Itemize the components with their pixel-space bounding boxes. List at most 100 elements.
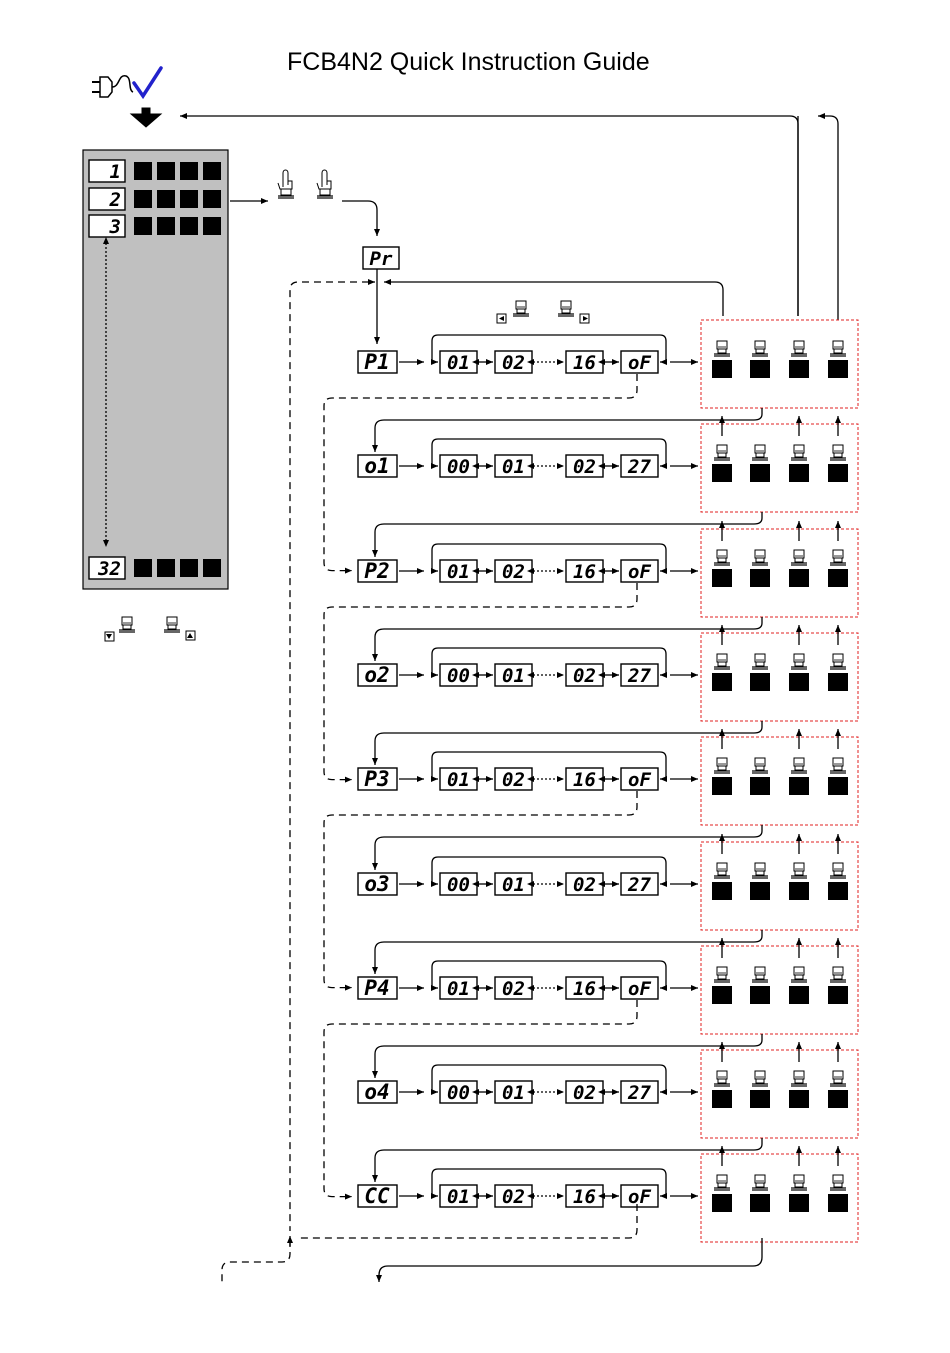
down-arrow-icon [131, 108, 161, 127]
button-block[interactable] [712, 986, 732, 1004]
button-block[interactable] [750, 777, 770, 795]
button-block[interactable] [750, 464, 770, 482]
parameter-label: P2 [364, 559, 389, 583]
parameter-value: 00 [447, 1082, 470, 1104]
button-icon [791, 758, 807, 773]
parameter-value: oF [628, 769, 651, 791]
entry-display-label: Pr [370, 248, 393, 270]
button-block[interactable] [750, 360, 770, 378]
button-block[interactable] [789, 882, 809, 900]
plug-icon [92, 76, 133, 97]
parameter-label: o4 [364, 1080, 389, 1104]
channel-indicator-block [134, 190, 152, 208]
button-icon [714, 1175, 730, 1190]
parameter-label: CC [364, 1184, 390, 1208]
button-block[interactable] [712, 360, 732, 378]
button-block[interactable] [750, 1090, 770, 1108]
button-block[interactable] [750, 882, 770, 900]
button-block[interactable] [828, 464, 848, 482]
button-icon [830, 445, 846, 460]
parameter-value: 16 [573, 561, 596, 583]
parameter-value: 27 [627, 1082, 651, 1104]
button-block[interactable] [712, 1194, 732, 1212]
parameter-value: 27 [627, 874, 651, 896]
button-block[interactable] [750, 673, 770, 691]
parameter-label: P3 [364, 767, 389, 791]
button-icon [791, 863, 807, 878]
button-block[interactable] [712, 569, 732, 587]
panel-channel-number: 32 [97, 558, 121, 580]
button-icon [830, 1175, 846, 1190]
button-block[interactable] [712, 882, 732, 900]
button-icon [714, 967, 730, 982]
parameter-value: 00 [447, 456, 470, 478]
button-icon [791, 341, 807, 356]
button-block[interactable] [750, 569, 770, 587]
button-block[interactable] [828, 569, 848, 587]
parameter-value: oF [628, 978, 651, 1000]
parameter-value: 01 [502, 1082, 525, 1104]
button-block[interactable] [789, 569, 809, 587]
channel-indicator-block [203, 559, 221, 577]
parameter-value: oF [628, 352, 651, 374]
button-block[interactable] [828, 360, 848, 378]
button-icon [830, 1071, 846, 1086]
button-icon [752, 341, 768, 356]
channel-indicator-block [180, 162, 198, 180]
page-title: FCB4N2 Quick Instruction Guide [287, 48, 650, 76]
button-block[interactable] [789, 1090, 809, 1108]
channel-indicator-block [180, 217, 198, 235]
channel-indicator-block [157, 162, 175, 180]
parameter-value: 00 [447, 874, 470, 896]
button-icon [830, 967, 846, 982]
channel-indicator-block [134, 217, 152, 235]
button-block[interactable] [712, 1090, 732, 1108]
button-icon [791, 1071, 807, 1086]
parameter-value: 01 [447, 561, 470, 583]
parameter-value: 02 [573, 665, 596, 687]
button-block[interactable] [750, 1194, 770, 1212]
check-icon [134, 68, 161, 96]
button-block[interactable] [828, 777, 848, 795]
button-block[interactable] [789, 986, 809, 1004]
button-block[interactable] [750, 986, 770, 1004]
button-block[interactable] [828, 1194, 848, 1212]
button-icon [791, 550, 807, 565]
parameter-value: 02 [502, 1186, 525, 1208]
button-block[interactable] [789, 777, 809, 795]
button-block[interactable] [789, 673, 809, 691]
button-block[interactable] [828, 882, 848, 900]
channel-indicator-block [180, 190, 198, 208]
button-icon [830, 341, 846, 356]
parameter-value: 02 [573, 874, 596, 896]
button-icon [752, 550, 768, 565]
channel-indicator-block [134, 559, 152, 577]
button-block[interactable] [789, 360, 809, 378]
parameter-value: 00 [447, 665, 470, 687]
button-block[interactable] [789, 464, 809, 482]
button-icon [752, 967, 768, 982]
button-block[interactable] [828, 673, 848, 691]
panel-channel-number: 3 [109, 216, 121, 238]
button-icon [164, 617, 180, 632]
button-block[interactable] [712, 673, 732, 691]
button-block[interactable] [712, 777, 732, 795]
button-block[interactable] [712, 464, 732, 482]
button-block[interactable] [789, 1194, 809, 1212]
parameter-label: o2 [364, 663, 389, 687]
parameter-value: 27 [627, 456, 651, 478]
channel-indicator-block [157, 559, 175, 577]
parameter-value: 16 [573, 352, 596, 374]
button-block[interactable] [828, 986, 848, 1004]
parameter-value: 02 [573, 1082, 596, 1104]
button-icon [714, 445, 730, 460]
button-icon [714, 654, 730, 669]
button-block[interactable] [828, 1090, 848, 1108]
parameter-label: o1 [364, 454, 389, 478]
button-icon [752, 654, 768, 669]
button-icon [752, 445, 768, 460]
